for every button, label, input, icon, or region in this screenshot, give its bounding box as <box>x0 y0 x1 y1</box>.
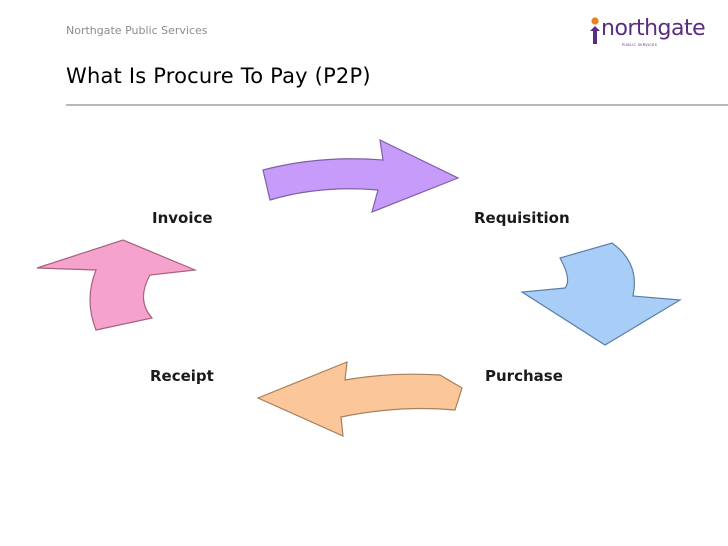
slide-title: What Is Procure To Pay (P2P) <box>66 64 371 88</box>
title-divider <box>66 104 728 106</box>
org-name: Northgate Public Services <box>66 24 208 37</box>
stage-label-requisition: Requisition <box>474 209 570 227</box>
arrow-purchase-to-receipt <box>256 361 463 437</box>
stage-label-purchase: Purchase <box>485 367 563 385</box>
logo-wordmark: northgate <box>601 16 706 41</box>
stage-label-invoice: Invoice <box>152 209 213 227</box>
logo-i-mark-icon <box>590 17 600 44</box>
logo-subtitle: PUBLIC SERVICES <box>622 43 658 47</box>
northgate-logo: northgate PUBLIC SERVICES <box>588 14 706 48</box>
arrow-requisition-to-purchase <box>520 242 682 346</box>
arrow-invoice-to-requisition <box>262 138 460 213</box>
arrow-receipt-to-invoice <box>36 239 198 331</box>
stage-label-receipt: Receipt <box>150 367 214 385</box>
